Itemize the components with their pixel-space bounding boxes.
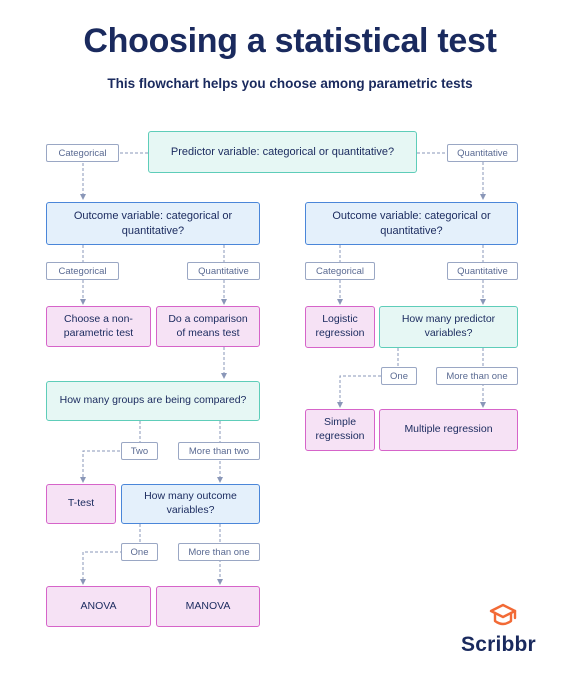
edge-label-categorical-top: Categorical [46,144,119,162]
logistic-regression-node: Logistic regression [305,306,375,348]
scribbr-logo-text: Scribbr [461,633,536,656]
edge-label-more-than-two-groups: More than two [178,442,260,460]
nonparametric-test-node: Choose a non-parametric test [46,306,151,347]
comparison-means-node: Do a comparison of means test [156,306,260,347]
edge-label-more-than-one-predictor: More than one [436,367,518,385]
edge-label-two-groups: Two [121,442,158,460]
edge-label-categorical-left: Categorical [46,262,119,280]
manova-node: MANOVA [156,586,260,627]
connector-outcomevars-one [80,524,141,585]
edge-label-one-predictor: One [381,367,417,385]
how-many-groups-node: How many groups are being compared? [46,381,260,421]
edge-label-one-outcome: One [121,543,158,561]
connector-predictors-one [337,348,399,408]
multiple-regression-node: Multiple regression [379,409,518,451]
edge-label-categorical-right: Categorical [305,262,375,280]
page-title: Choosing a statistical test [83,22,497,60]
scribbr-logo-icon [489,603,517,626]
outcome-variable-right-node: Outcome variable: categorical or quantit… [305,202,518,245]
edge-label-quantitative-left: Quantitative [187,262,260,280]
how-many-predictors-node: How many predictor variables? [379,306,518,348]
how-many-outcome-node: How many outcome variables? [121,484,260,524]
t-test-node: T-test [46,484,116,524]
edge-label-quantitative-right: Quantitative [447,262,518,280]
connector-groups-two [80,421,141,483]
predictor-variable-node: Predictor variable: categorical or quant… [148,131,417,173]
edge-label-quantitative-top: Quantitative [447,144,518,162]
outcome-variable-left-node: Outcome variable: categorical or quantit… [46,202,260,245]
simple-regression-node: Simple regression [305,409,375,451]
edge-label-more-than-one-outcome: More than one [178,543,260,561]
page-subtitle: This flowchart helps you choose among pa… [107,76,473,91]
anova-node: ANOVA [46,586,151,627]
